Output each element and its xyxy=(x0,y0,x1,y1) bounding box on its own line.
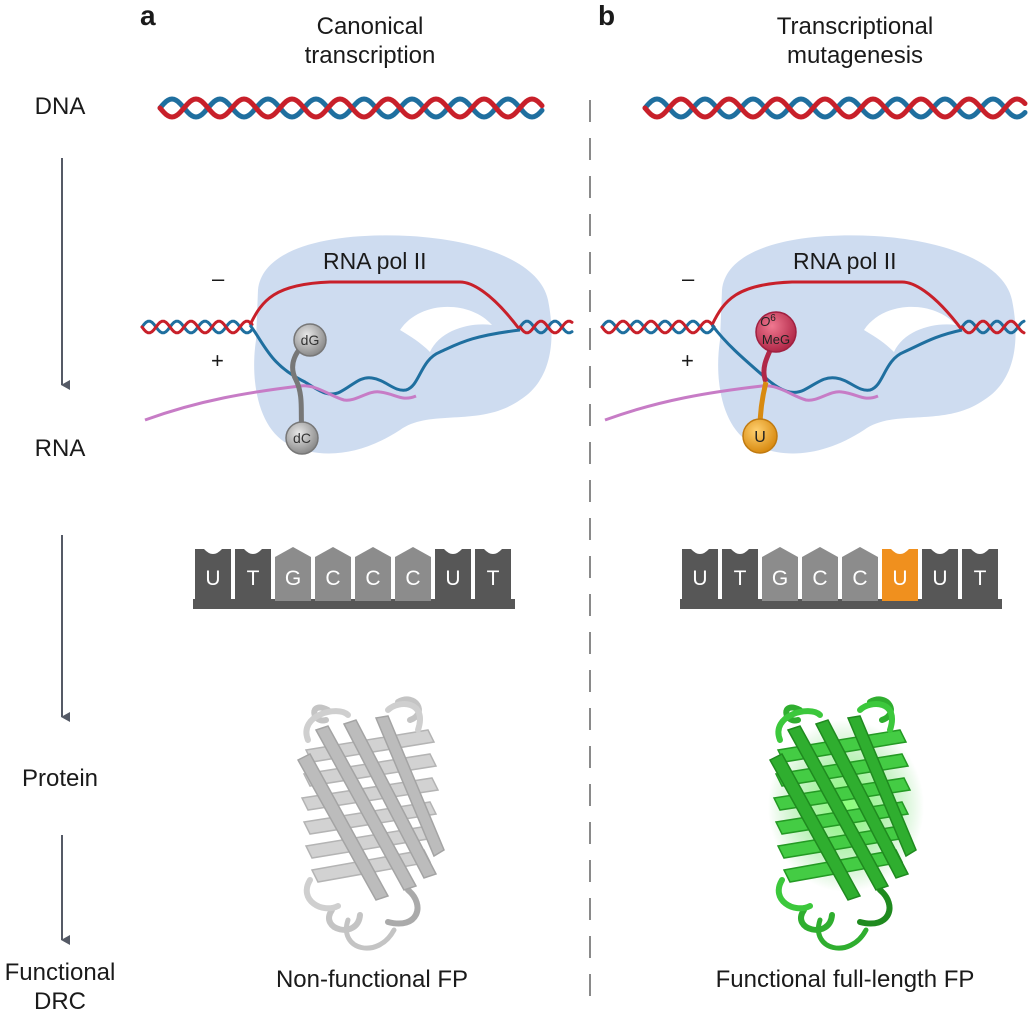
plus-sign-a: + xyxy=(211,348,224,373)
nucleotide-block xyxy=(762,547,798,601)
dg-base xyxy=(293,323,327,357)
rna-pol-complex-a: dG dC xyxy=(140,235,574,455)
dna-helix-a xyxy=(157,96,545,120)
outcome-a: Non-functional FP xyxy=(275,966,469,993)
pol-ii-label-a: RNA pol II xyxy=(323,248,427,274)
pol-ii-body-b xyxy=(718,235,1016,454)
nucleotide-block xyxy=(922,549,958,601)
nucleotide-letter: U xyxy=(205,567,220,590)
dc-label: dC xyxy=(293,430,311,446)
panel-title-a-line1: Canonical xyxy=(316,13,424,40)
panel-letter-a: a xyxy=(140,0,156,31)
nucleotide-letter: C xyxy=(405,567,420,590)
nucleotide-letter: T xyxy=(974,567,987,590)
nucleotide-block xyxy=(962,549,998,601)
pol-ii-cleft-b xyxy=(864,306,956,352)
nucleotide-block xyxy=(275,547,311,601)
rna-strand-b xyxy=(604,384,879,422)
pol-ii-body-a xyxy=(254,235,552,454)
stage-functional-line2: DRC xyxy=(34,988,86,1015)
nucleotide-block xyxy=(682,549,718,601)
nucleotide-block xyxy=(722,549,758,601)
nucleotide-block xyxy=(395,547,431,601)
template-strand-b xyxy=(710,324,963,394)
stage-functional-line1: Functional xyxy=(4,959,116,986)
minus-sign-a: – xyxy=(212,266,225,291)
nucleotide-block xyxy=(435,549,471,601)
stage-dna: DNA xyxy=(34,93,86,120)
o6-meg-lesion xyxy=(755,311,797,353)
pol-ii-label-b: RNA pol II xyxy=(793,248,897,274)
rna-pol-complex-b: O6 MeG U xyxy=(600,235,1026,454)
panel-title-a: Canonical transcription xyxy=(245,12,495,70)
nucleotide-block xyxy=(355,547,391,601)
nucleotide-block xyxy=(195,549,231,601)
nucleotide-letter: C xyxy=(325,567,340,590)
nucleotide-letter: T xyxy=(734,567,747,590)
stage-rna: RNA xyxy=(34,435,86,462)
uracil-base xyxy=(742,418,778,454)
nucleotide-block xyxy=(882,549,918,601)
nucleotide-letter: C xyxy=(812,567,827,590)
dna-strand-blue xyxy=(642,96,1028,120)
stage-protein: Protein xyxy=(21,765,99,792)
nucleotide-letter: T xyxy=(247,567,260,590)
nucleotide-letter: T xyxy=(487,567,500,590)
dg-label: dG xyxy=(301,332,320,348)
template-strand-a xyxy=(248,324,521,396)
pol-ii-cleft-a xyxy=(400,306,492,352)
dna-strand-blue xyxy=(518,319,574,335)
uracil-label: U xyxy=(754,429,766,446)
nucleotide-block xyxy=(842,547,878,601)
nontemplate-strand-a xyxy=(248,280,522,331)
outcome-b: Functional full-length FP xyxy=(715,966,975,993)
protein-grey xyxy=(296,696,445,951)
dna-helix-b xyxy=(642,96,1028,120)
stage-functional: Functional DRC xyxy=(0,958,120,1016)
nucleotide-letter: U xyxy=(892,567,907,590)
nucleotide-letter: C xyxy=(365,567,380,590)
nucleotide-letter: U xyxy=(445,567,460,590)
nucleotide-block xyxy=(315,547,351,601)
plus-sign-b: + xyxy=(681,348,694,373)
nucleotide-letter: C xyxy=(852,567,867,590)
lesion-sup-label: O6 xyxy=(760,313,776,329)
panel-title-b-line2: mutagenesis xyxy=(786,42,924,69)
nucleotide-letter: G xyxy=(285,567,301,590)
dna-strand-red xyxy=(600,319,716,335)
rna-strand-a xyxy=(144,384,417,422)
sequence-backbone xyxy=(680,599,1002,609)
protein-green xyxy=(768,696,924,951)
dna-strand-blue xyxy=(140,319,254,335)
sequence-backbone xyxy=(193,599,515,609)
lesion-name-label: MeG xyxy=(762,332,790,347)
dna-left-a xyxy=(140,319,254,335)
dna-right-b xyxy=(960,319,1026,335)
dna-strand-red xyxy=(518,319,574,335)
dna-strand-red xyxy=(157,96,545,120)
nontemplate-strand-b xyxy=(710,280,964,331)
panel-title-b: Transcriptional mutagenesis xyxy=(730,12,980,70)
nucleotide-letter: U xyxy=(692,567,707,590)
minus-sign-b: – xyxy=(682,266,695,291)
dna-strand-blue xyxy=(960,319,1026,335)
panel-letter-b: b xyxy=(598,0,616,31)
dna-left-b xyxy=(600,319,716,335)
nucleotide-letter: G xyxy=(772,567,788,590)
dna-strand-red xyxy=(642,96,1028,120)
nucleotide-block xyxy=(235,549,271,601)
panel-title-a-line2: transcription xyxy=(304,42,436,69)
nucleotide-block xyxy=(475,549,511,601)
nucleotide-block xyxy=(802,547,838,601)
dna-strand-red xyxy=(960,319,1026,335)
dc-base xyxy=(285,421,319,455)
dna-right-a xyxy=(518,319,574,335)
nucleotide-letter: U xyxy=(932,567,947,590)
dna-strand-red xyxy=(140,319,254,335)
panel-title-b-line1: Transcriptional xyxy=(776,13,934,40)
